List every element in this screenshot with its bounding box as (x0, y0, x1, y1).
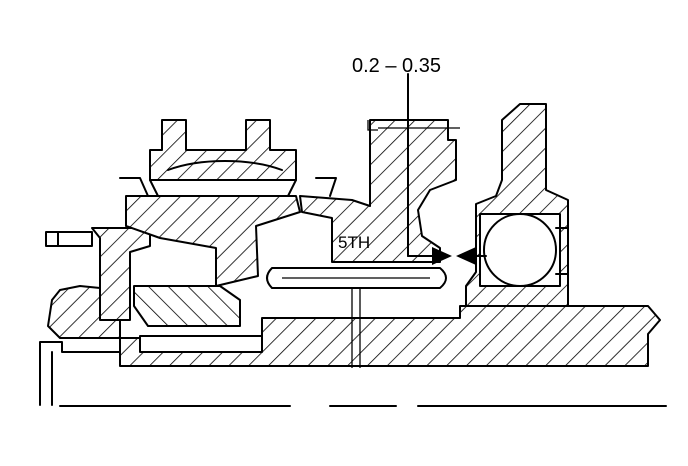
ball-bearing (479, 213, 569, 287)
arrow-left-icon (456, 247, 476, 265)
shaft-centerline (59, 288, 667, 407)
thrust-plate (45, 227, 151, 321)
needle-bearing (266, 267, 447, 289)
clearance-label: 0.2 – 0.35 (352, 55, 441, 77)
clearance-dimension (407, 73, 487, 265)
main-shaft (119, 305, 661, 367)
arrow-right-icon (432, 247, 452, 265)
gear-label: 5TH (338, 233, 370, 252)
fifth-gear (299, 119, 460, 263)
synchro-sleeve (149, 119, 297, 197)
synchro-hub (119, 177, 337, 327)
